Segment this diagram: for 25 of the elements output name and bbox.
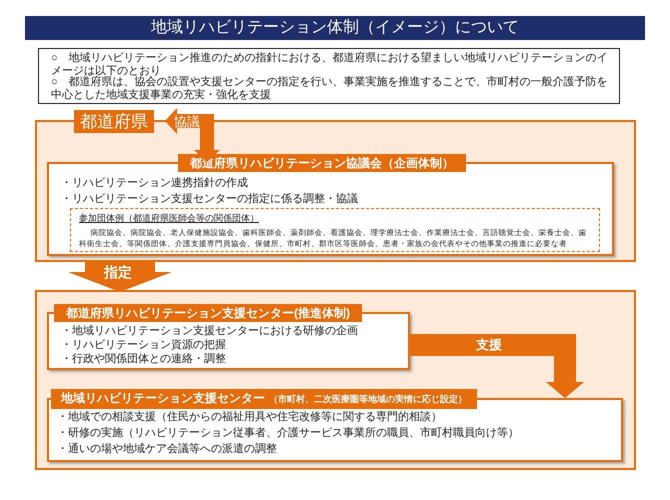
bullet-item: ・研修の実施（リハビリテーション従事者、介護サービス事業所の職員、市町村職員向け等） (57, 426, 519, 441)
bullet-item: ・リハビリテーション支援センターの指定に係る調整・協議 (61, 192, 358, 207)
note-text: ○ 地域リハビリテーション推進のための指針における、都道府県における望ましい地域リハビリテーションのイメージは以下のとおり (51, 52, 609, 77)
note-box (38, 48, 620, 104)
member-heading: 参加団体例（都道府県医師会等の関係団体） (79, 213, 259, 224)
member-box (70, 208, 600, 252)
block-arrow (165, 108, 220, 162)
edge-label: 支援 (476, 337, 502, 352)
bullet-item: ・リハビリテーション資源の把握 (61, 338, 226, 352)
heading-tab: 都道府県 (74, 110, 154, 133)
bullet-item: ・行政や関係団体との連絡・調整 (61, 352, 226, 367)
bullet-item: ・地域での相談支援（住民からの福祉用具や住宅改修等に関する専門的相談） (57, 410, 442, 425)
block-arrow (410, 334, 584, 398)
support-panel (35, 290, 636, 470)
heading-text: 地域リハビリテーション支援センター (61, 391, 265, 405)
bullet-item: ・リハビリテーション連携指針の作成 (61, 176, 248, 191)
heading-note: （市町村、二次医療圏等地域の実情に応じ設定） (269, 394, 467, 404)
bullet-item: ・通いの場や地域ケア会議等への派遣の調整 (57, 442, 277, 457)
block-arrow (68, 262, 172, 292)
note-text: ○ 都道府県は、協会の設置や支援センターの指定を行い、事業実施を推進することで、市町村の一般介護予防を中心とした地域支援事業の充実・強化を支援 (51, 76, 609, 102)
heading-tab: 都道府県リハビリテーション支援センター(推進体制) (54, 304, 362, 322)
edge-label: 協議 (174, 114, 200, 129)
title-bar: 地域リハビリテーション体制（イメージ）について (25, 16, 645, 40)
edge-label: 指定 (104, 264, 132, 280)
bullet-item: ・地域リハビリテーション支援センターにおける研修の企画 (61, 324, 358, 339)
